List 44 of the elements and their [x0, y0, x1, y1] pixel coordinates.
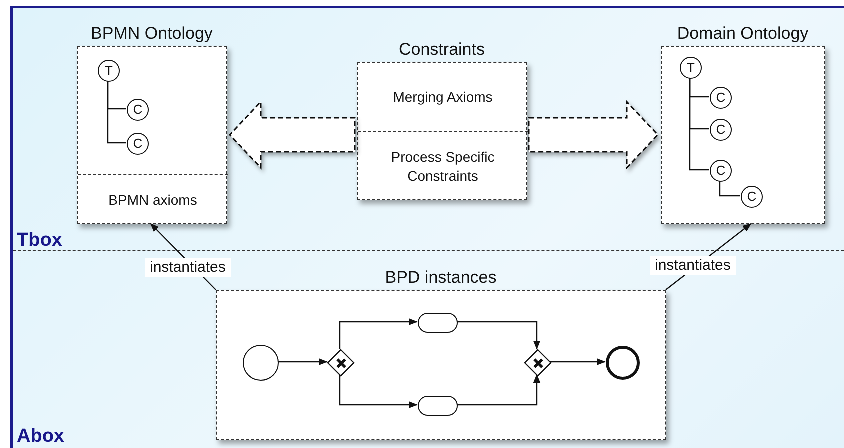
task-box: [418, 396, 458, 416]
arrow: [457, 321, 541, 350]
block-arrow: [528, 100, 660, 170]
gateway-diamond: [328, 350, 354, 376]
block-arrow: [228, 100, 356, 170]
class-letter: T: [105, 62, 113, 80]
class-letter: C: [133, 102, 143, 118]
class-letter: C: [716, 162, 726, 180]
class-circle: [127, 133, 149, 155]
class-letter: T: [687, 60, 695, 76]
class-circle: [710, 160, 732, 182]
class-circle: [741, 186, 763, 208]
arrow: [339, 318, 418, 349]
class-circle: [710, 87, 732, 109]
region-label: Tbox: [17, 231, 62, 250]
end-event-circle: [606, 346, 640, 380]
box-title: Domain Ontology: [676, 24, 810, 44]
connector-line: [689, 78, 709, 171]
arrow: [278, 358, 328, 366]
class-circle: [127, 99, 149, 121]
class-letter: C: [716, 90, 726, 106]
class-letter: C: [716, 122, 726, 138]
box-title: BPD instances: [384, 268, 498, 288]
arrow: [457, 374, 541, 406]
box-text: BPMN axioms: [108, 190, 198, 210]
connector-line: [719, 181, 740, 197]
start-event-circle: [243, 345, 279, 381]
gateway-diamond: [525, 350, 551, 376]
class-letter: C: [133, 136, 143, 152]
class-circle: [680, 57, 702, 79]
connector-line: [107, 81, 126, 144]
class-circle: [710, 119, 732, 141]
region-label: Abox: [17, 427, 64, 446]
task-box: [418, 313, 458, 333]
box-text: Merging Axioms: [392, 88, 494, 106]
arrow: [550, 358, 606, 366]
edge-label: instantiates: [145, 258, 231, 277]
edge-label: instantiates: [650, 256, 736, 275]
arrow: [339, 375, 418, 409]
class-circle: [98, 60, 120, 82]
class-letter: C: [747, 188, 757, 206]
box-title: Constraints: [398, 40, 486, 60]
box-text: Process Specific Constraints: [390, 148, 496, 185]
box-title: BPMN Ontology: [90, 24, 214, 44]
